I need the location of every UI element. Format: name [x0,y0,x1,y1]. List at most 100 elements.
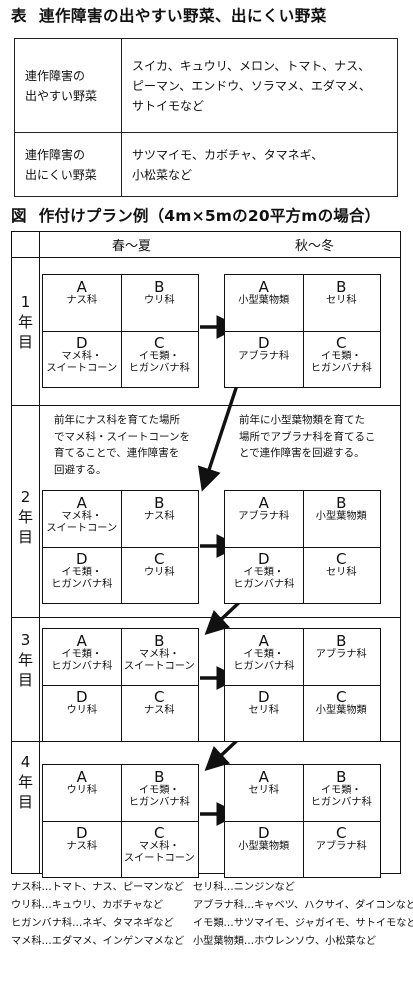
plot-crop: マメ科・ スイートコーン [123,841,195,864]
legend-item: アブラナ科…キャベツ、ハクサイ、ダイコンなど [193,900,413,911]
table-label: 表 [11,7,28,25]
plot-crop: イモ類・ ヒガンバナ科 [128,785,190,808]
plot-crop: セリ科 [248,705,280,716]
figure-title-text: 作付けプラン例（4m×5mの20平方mの場合） [38,207,381,225]
table-title-text: 連作障害の出やすい野菜、出にくい野菜 [39,7,327,25]
grid-divider [225,685,380,686]
year-label-char: 年 [17,773,33,791]
plot-crop: アブラナ科 [238,351,290,362]
legend-item: ヒガンバナ科…ネギ、タマネギなど [11,918,174,929]
plot-crop: ナス科 [66,841,98,852]
year-label-char: 目 [17,528,33,546]
plot-letter: C [336,824,347,842]
plot-crop: アブラナ科 [315,649,367,660]
plot-letter: D [75,824,88,842]
row-header-resistant: 連作障害の 出にくい野菜 [14,132,122,197]
year-divider [12,617,400,618]
year-divider [12,405,400,406]
plot-letter: C [154,334,165,352]
plot-crop: ナス科 [66,295,98,306]
legend-item: 小型葉物類…ホウレンソウ、小松菜など [193,936,377,947]
plot-letter: A [258,632,269,650]
plot-crop: セリ科 [325,295,357,306]
plot-letter: C [154,824,165,842]
plot-crop: 小型葉物類 [315,511,367,522]
plot-letter: B [154,768,165,786]
legend-item: セリ科…ニンジンなど [193,882,295,893]
season-spring-summer: 春〜夏 [112,239,152,254]
grid-divider [43,821,198,822]
plot-letter: C [154,550,165,568]
plot-letter: D [257,334,270,352]
plot-letter: D [75,688,88,706]
note-year2-autumn: 前年に小型葉物類を育てた 場所でアブラナ科を育てるこ とで連作障害を回避する。 [239,414,376,459]
plot-letter: A [258,278,269,296]
year-label-char: 1 [20,293,31,311]
plot-crop: マメ科・ スイートコーン [46,511,118,534]
year-label-char: 2 [20,488,31,506]
grid-divider [43,685,198,686]
plot-crop: ウリ科 [66,705,98,716]
plot-crop: イモ類・ ヒガンバナ科 [51,567,113,590]
plot-letter: C [336,334,347,352]
note-year2-spring: 前年にナス科を育てた場所 でマメ科・スイートコーンを 育てることで、連作障害を … [54,414,190,476]
plot-crop: ウリ科 [66,785,98,796]
legend-item: マメ科…エダマメ、インゲンマメなど [11,936,185,947]
plot-crop: イモ類・ ヒガンバナ科 [310,785,372,808]
plot-letter: B [154,632,165,650]
plot-letter: B [336,768,347,786]
row-content-prone: スイカ、キュウリ、メロン、トマト、ナス、 ピーマン、エンドウ、ソラマメ、エダマメ… [121,38,398,133]
plot-letter: B [336,494,347,512]
plot-crop: マメ科・ スイートコーン [46,351,118,374]
year-label-char: 3 [20,631,31,649]
plot-crop: セリ科 [325,567,357,578]
plot-letter: A [258,768,269,786]
plot-letter: C [154,688,165,706]
row-content-resistant: サツマイモ、カボチャ、タマネギ、 小松菜など [121,132,398,197]
plot-letter: A [76,632,87,650]
year-label-2: 2 年目 [12,487,39,547]
year-column-divider [39,232,40,873]
plot-crop: イモ類・ ヒガンバナ科 [128,351,190,374]
table-title: 表連作障害の出やすい野菜、出にくい野菜 [11,4,327,26]
rotation-vegetables-table: 連作障害の 出やすい野菜 スイカ、キュウリ、メロン、トマト、ナス、 ピーマン、エ… [14,38,398,197]
plot-letter: D [257,688,270,706]
year-label-char: 年 [17,508,33,526]
plot-letter: D [257,550,270,568]
plot-crop: 小型葉物類 [315,705,367,716]
plot-crop: イモ類・ ヒガンバナ科 [51,649,113,672]
figure-title: 図作付けプラン例（4m×5mの20平方mの場合） [11,204,380,226]
legend-item: イモ類…サツマイモ、ジャガイモ、サトイモなど [193,918,413,929]
grid-divider [225,331,380,332]
year-label-char: 目 [17,333,33,351]
plot-letter: C [336,550,347,568]
